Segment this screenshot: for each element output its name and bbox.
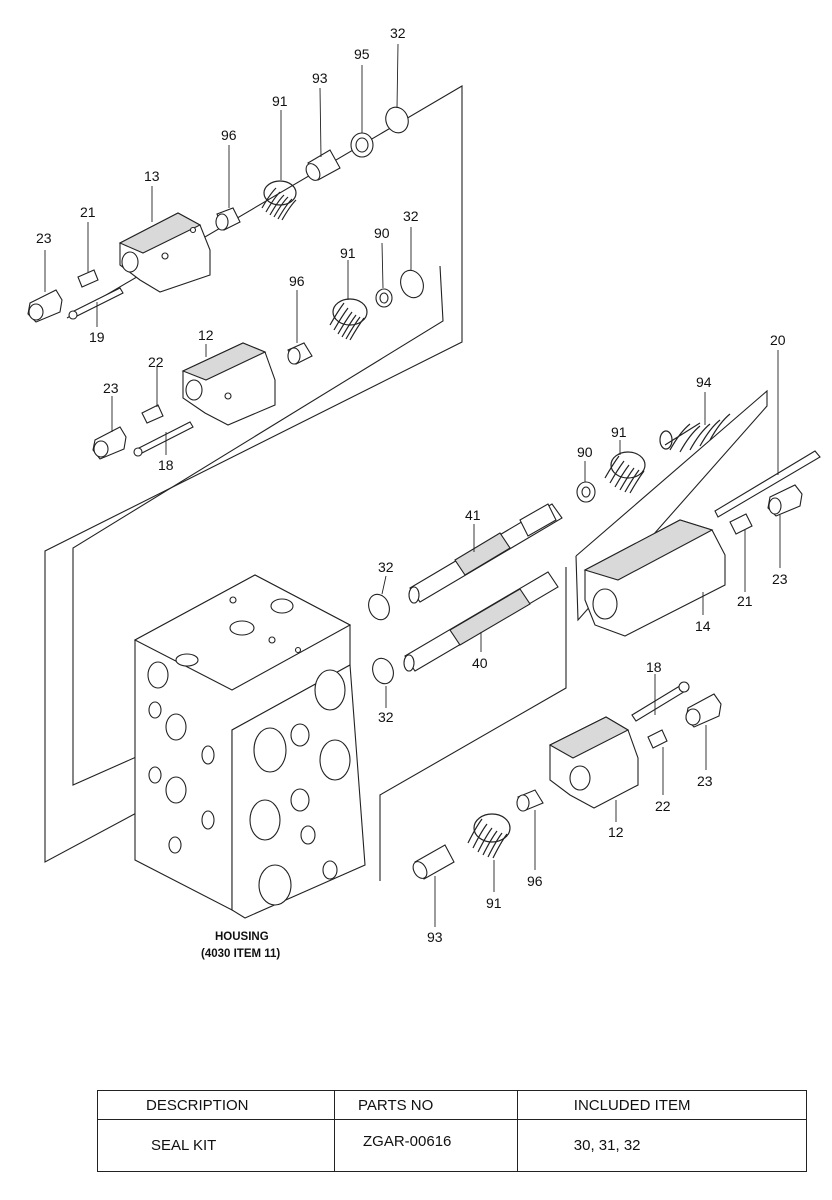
spool-41 <box>408 503 563 604</box>
spring-91 <box>329 298 368 341</box>
callout-21: 21 <box>737 593 753 609</box>
callout-93: 93 <box>312 70 328 86</box>
callout-93: 93 <box>427 929 443 945</box>
second-cover-assembly <box>92 269 424 460</box>
seal-kit-table: DESCRIPTION PARTS NO INCLUDED ITEM SEAL … <box>96 1090 808 1172</box>
callout-96: 96 <box>527 873 543 889</box>
o-ring-32 <box>368 593 390 621</box>
callout-labels: 32 95 93 91 96 13 21 23 19 32 90 91 96 1… <box>36 25 788 945</box>
callout-32: 32 <box>403 208 419 224</box>
callout-21: 21 <box>80 204 96 220</box>
callout-32: 32 <box>378 709 394 725</box>
callout-12: 12 <box>198 327 214 343</box>
plug-22 <box>141 404 164 424</box>
callout-19: 19 <box>89 329 105 345</box>
leader-lines <box>44 43 781 927</box>
bolt-18 <box>136 421 194 455</box>
callout-23: 23 <box>103 380 119 396</box>
bellows-94 <box>659 413 731 453</box>
callout-95: 95 <box>354 46 370 62</box>
cell-parts-no: ZGAR-00616 <box>334 1119 518 1172</box>
callout-91: 91 <box>272 93 288 109</box>
spring-91 <box>467 813 511 859</box>
callout-32: 32 <box>390 25 406 41</box>
callout-12: 12 <box>608 824 624 840</box>
o-ring-32 <box>372 657 394 685</box>
table-row: SEAL KIT ZGAR-00616 30, 31, 32 <box>96 1119 808 1172</box>
header-included-item: INCLUDED ITEM <box>516 1090 808 1120</box>
right-cover-assembly <box>576 413 821 637</box>
callout-20: 20 <box>770 332 786 348</box>
bolt-20 <box>714 450 821 518</box>
o-ring-32 <box>400 269 424 299</box>
callout-13: 13 <box>144 168 160 184</box>
callout-23: 23 <box>697 773 713 789</box>
spool-40 <box>403 571 559 672</box>
callout-18: 18 <box>646 659 662 675</box>
callout-90: 90 <box>374 225 390 241</box>
housing-label-line1: HOUSING <box>215 931 269 943</box>
cell-description: SEAL KIT <box>96 1119 336 1172</box>
callout-90: 90 <box>577 444 593 460</box>
callout-91: 91 <box>340 245 356 261</box>
plug-21 <box>729 513 753 535</box>
bolt-19 <box>71 287 124 318</box>
callout-91: 91 <box>486 895 502 911</box>
o-ring-32 <box>385 106 409 134</box>
housing-label-line2: (4030 ITEM 11) <box>201 948 280 960</box>
header-description: DESCRIPTION <box>96 1090 336 1120</box>
callout-23: 23 <box>36 230 52 246</box>
header-parts-no: PARTS NO <box>334 1090 518 1120</box>
callout-96: 96 <box>289 273 305 289</box>
callout-32: 32 <box>378 559 394 575</box>
lower-cover-assembly <box>412 681 722 880</box>
upper-cover-assembly <box>27 106 409 323</box>
callout-23: 23 <box>772 571 788 587</box>
callout-14: 14 <box>695 618 711 634</box>
callout-91: 91 <box>611 424 627 440</box>
bolt-18 <box>631 683 688 722</box>
callout-18: 18 <box>158 457 174 473</box>
callout-41: 41 <box>465 507 481 523</box>
callout-40: 40 <box>472 655 488 671</box>
callout-94: 94 <box>696 374 712 390</box>
plug-22 <box>647 729 668 749</box>
cell-included-item: 30, 31, 32 <box>516 1119 808 1172</box>
spring-91 <box>261 180 297 221</box>
callout-22: 22 <box>148 354 164 370</box>
plug-21 <box>77 269 99 288</box>
spring-91 <box>604 451 646 494</box>
table-header-row: DESCRIPTION PARTS NO INCLUDED ITEM <box>96 1090 808 1120</box>
callout-22: 22 <box>655 798 671 814</box>
callout-96: 96 <box>221 127 237 143</box>
housing-block <box>133 574 366 919</box>
